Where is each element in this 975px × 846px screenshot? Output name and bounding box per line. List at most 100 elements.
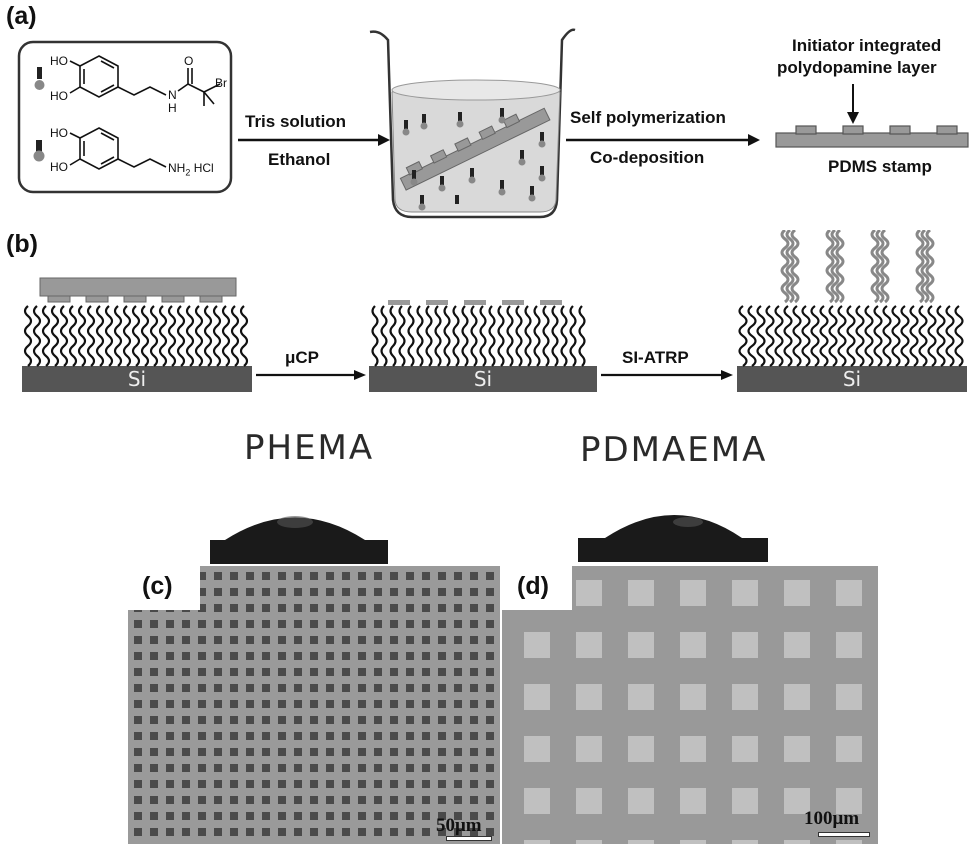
pattern-square (166, 652, 174, 660)
pattern-square (310, 812, 318, 820)
pattern-square (294, 684, 302, 692)
pattern-square (732, 580, 758, 606)
pattern-square (230, 668, 238, 676)
pattern-square (390, 668, 398, 676)
pattern-square (454, 796, 462, 804)
polymer-chain (230, 305, 240, 367)
pattern-square (576, 788, 602, 814)
pattern-square (454, 652, 462, 660)
pattern-square (198, 572, 206, 580)
polymer-chain (810, 305, 820, 367)
polymer-chain (23, 305, 33, 367)
pattern-square (342, 748, 350, 756)
pattern-square (390, 780, 398, 788)
pattern-square (836, 632, 862, 658)
pattern-square (454, 780, 462, 788)
pattern-square (182, 684, 190, 692)
pattern-square (310, 620, 318, 628)
pattern-square (262, 604, 270, 612)
step-tris-solution: Tris solution (245, 112, 347, 131)
polymer-chain (68, 305, 78, 367)
pattern-square (486, 652, 494, 660)
pattern-square (150, 780, 158, 788)
polymer-chain (470, 305, 478, 367)
pattern-square (342, 716, 350, 724)
pattern-square (166, 828, 174, 836)
pattern-square (374, 604, 382, 612)
pattern-square (358, 796, 366, 804)
pattern-square (198, 588, 206, 596)
pattern-square (262, 828, 270, 836)
pattern-square (438, 604, 446, 612)
pattern-square (230, 796, 238, 804)
pattern-square (342, 588, 350, 596)
pattern-square (182, 700, 190, 708)
pattern-square (134, 828, 142, 836)
polymer-chain (50, 305, 60, 367)
polymer-chain (176, 305, 186, 367)
mol2-ho-top: HO (50, 126, 68, 140)
pattern-square (166, 796, 174, 804)
micrograph-d-top (572, 566, 878, 610)
pattern-square (166, 668, 174, 676)
pattern-square (134, 668, 142, 676)
pattern-square (150, 732, 158, 740)
pattern-square (230, 748, 238, 756)
molecule-box (17, 40, 233, 194)
pattern-square (198, 636, 206, 644)
pattern-square (326, 716, 334, 724)
pattern-square (358, 588, 366, 596)
pattern-square (680, 580, 706, 606)
pattern-square (406, 812, 414, 820)
pattern-square (326, 588, 334, 596)
pattern-square (150, 668, 158, 676)
pattern-square (358, 572, 366, 580)
pattern-square (358, 828, 366, 836)
pattern-square (326, 652, 334, 660)
polymer-chain (569, 305, 577, 367)
pattern-square (406, 604, 414, 612)
droplet-phema (210, 516, 388, 564)
pattern-square (294, 572, 302, 580)
grown-brush (915, 230, 925, 304)
pattern-square (470, 620, 478, 628)
pattern-square (374, 700, 382, 708)
pattern-square (310, 748, 318, 756)
pattern-square (230, 652, 238, 660)
pattern-square (246, 620, 254, 628)
polymer-chain (819, 305, 829, 367)
pattern-square (454, 572, 462, 580)
pattern-square (246, 748, 254, 756)
pattern-square (422, 780, 430, 788)
pattern-square (182, 796, 190, 804)
polymer-chain (167, 305, 177, 367)
pattern-square (784, 840, 810, 844)
polymer-chain (497, 305, 505, 367)
pattern-square (182, 764, 190, 772)
pattern-square (784, 580, 810, 606)
pattern-square (524, 632, 550, 658)
layer-label-line1: Initiator integrated (792, 36, 942, 55)
pattern-square (326, 796, 334, 804)
pattern-square (342, 780, 350, 788)
pattern-square (486, 716, 494, 724)
pattern-square (524, 684, 550, 710)
pattern-square (358, 636, 366, 644)
pattern-square (438, 764, 446, 772)
pattern-square (246, 780, 254, 788)
pattern-square (198, 764, 206, 772)
pattern-square (628, 580, 654, 606)
pattern-square (680, 632, 706, 658)
mol2-ho-bottom: HO (50, 160, 68, 174)
polymer-chain (882, 305, 892, 367)
polymer-chain (954, 305, 964, 367)
pattern-square (262, 748, 270, 756)
pattern-square (198, 748, 206, 756)
molecule1-structure (69, 55, 221, 106)
pattern-square (326, 812, 334, 820)
pattern-square (422, 716, 430, 724)
pattern-square (198, 796, 206, 804)
pattern-square (358, 732, 366, 740)
pattern-square (214, 700, 222, 708)
step-si-atrp: SI-ATRP (622, 348, 689, 367)
